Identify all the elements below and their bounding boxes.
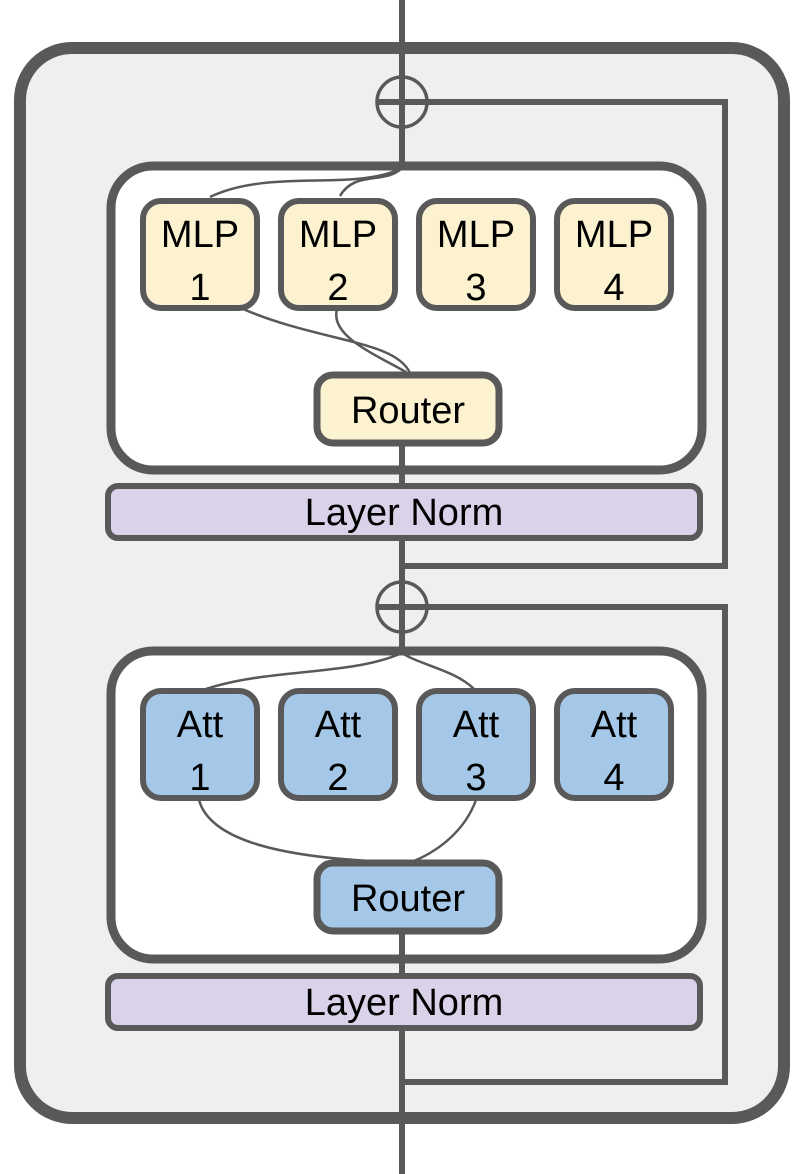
layer-norm-top-bar xyxy=(105,483,703,541)
layer-norm-top-label: Layer Norm xyxy=(305,492,504,534)
add-symbol-bottom xyxy=(375,580,429,634)
mlp-router-label: Router xyxy=(351,390,465,432)
mlp-skip-connection xyxy=(377,99,728,569)
mlp-expert-4-index: 4 xyxy=(603,267,624,309)
attention-skip-connection xyxy=(377,604,728,1085)
mlp-router-box xyxy=(313,371,503,447)
att-expert-2-index: 2 xyxy=(327,757,348,799)
mlp-expert-2-label: MLP xyxy=(299,214,377,256)
att-expert-3-index: 3 xyxy=(465,757,486,799)
routing-curve-mlp-2-to-router xyxy=(334,308,407,374)
routing-curve-to-att-1 xyxy=(205,651,403,691)
mlp-expert-group: MLP 1 MLP 2 MLP 3 MLP 4 xyxy=(140,198,674,311)
att-expert-3-box xyxy=(416,688,536,801)
mlp-expert-4-box xyxy=(554,198,674,311)
routing-curve-mlp-1-to-router xyxy=(242,307,412,374)
attention-router-label: Router xyxy=(351,878,465,920)
layer-norm-bottom-label: Layer Norm xyxy=(305,982,504,1024)
add-symbol-top xyxy=(375,75,429,129)
routing-curve-to-mlp-1 xyxy=(209,166,403,199)
mlp-expert-4-label: MLP xyxy=(575,214,653,256)
mlp-expert-3-box xyxy=(416,198,536,311)
mlp-expert-2-index: 2 xyxy=(327,267,348,309)
att-expert-4-label: Att xyxy=(591,704,638,746)
mlp-expert-1-label: MLP xyxy=(161,214,239,256)
mlp-expert-2-box xyxy=(278,198,398,311)
mlp-expert-1-index: 1 xyxy=(189,267,210,309)
att-expert-1-label: Att xyxy=(177,704,224,746)
att-expert-2-label: Att xyxy=(315,704,362,746)
routing-curve-to-mlp-2 xyxy=(338,167,403,197)
att-expert-1-index: 1 xyxy=(189,757,210,799)
attention-expert-group: Att 1 Att 2 Att 3 Att 4 xyxy=(140,688,674,801)
layer-norm-bottom-bar xyxy=(105,973,703,1031)
att-expert-3-label: Att xyxy=(453,704,500,746)
att-expert-4-index: 4 xyxy=(603,757,624,799)
att-expert-4-box xyxy=(554,688,674,801)
routing-curve-to-att-3 xyxy=(401,651,475,690)
att-expert-2-box xyxy=(278,688,398,801)
mlp-expert-1-box xyxy=(140,198,260,311)
attention-router-box xyxy=(313,859,503,935)
mlp-expert-3-label: MLP xyxy=(437,214,515,256)
att-expert-1-box xyxy=(140,688,260,801)
mlp-expert-3-index: 3 xyxy=(465,267,486,309)
routing-curve-att-3-to-router xyxy=(413,799,478,863)
